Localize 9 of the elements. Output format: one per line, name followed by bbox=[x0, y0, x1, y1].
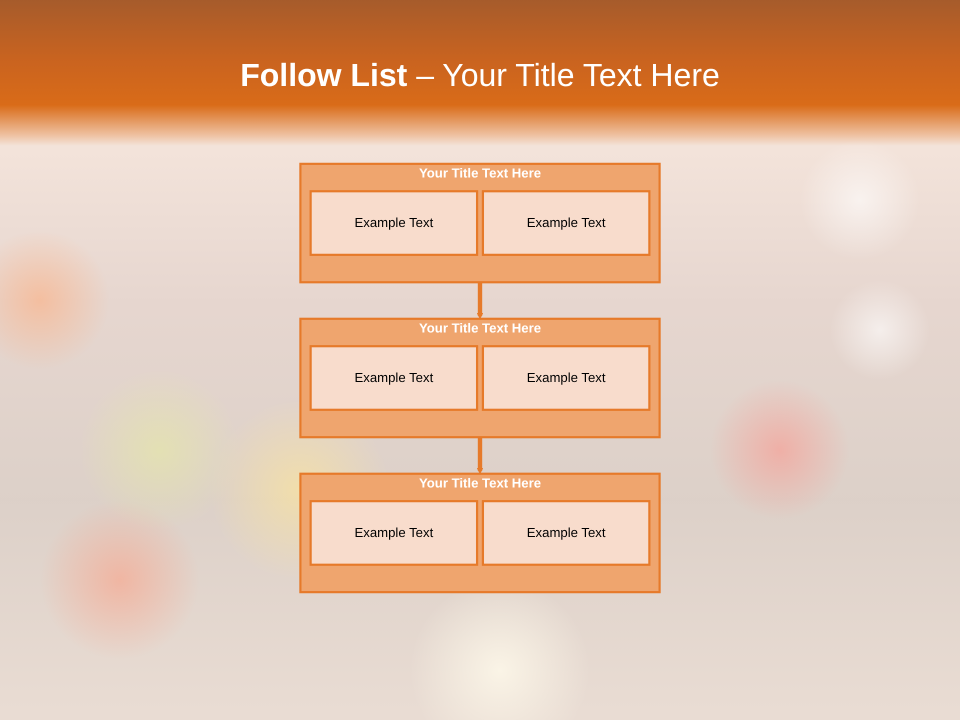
node-box: Example Text bbox=[482, 345, 650, 411]
arrow bbox=[476, 437, 484, 474]
node-box: Example Text bbox=[310, 190, 478, 256]
node-box: Example Text bbox=[310, 345, 478, 411]
slide-title: Follow List – Your Title Text Here bbox=[239, 56, 721, 95]
arrow bbox=[476, 282, 484, 320]
node-box: Example Text bbox=[482, 190, 650, 256]
node-box: Example Text bbox=[482, 500, 650, 566]
node-box: Example Text bbox=[310, 500, 478, 566]
